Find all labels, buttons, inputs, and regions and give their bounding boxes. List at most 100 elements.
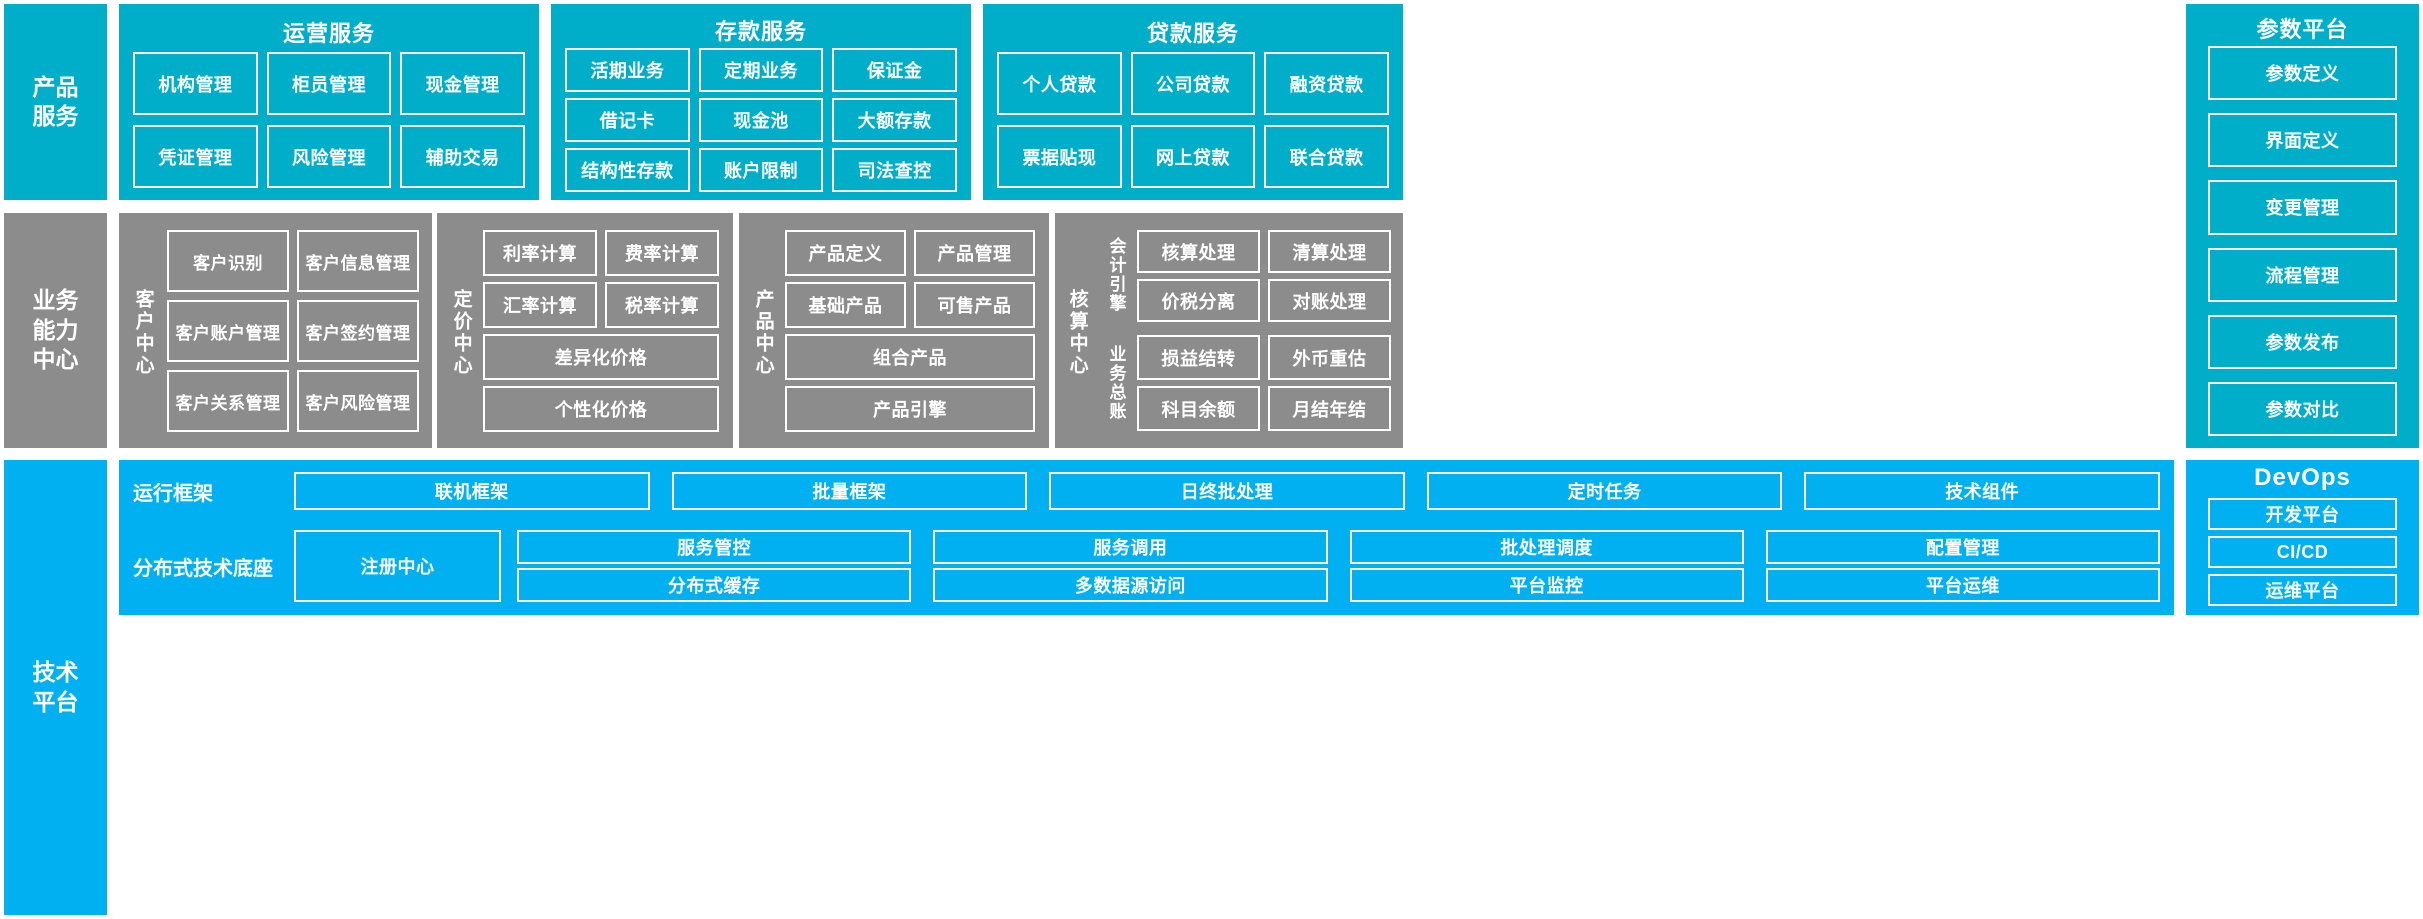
center-grid-pricing: 利率计算 费率计算 汇率计算 税率计算 差异化价格 个性化价格 xyxy=(483,230,719,432)
cell-dist-top-3[interactable]: 配置管理 xyxy=(1765,530,2160,564)
cell-operation-5[interactable]: 辅助交易 xyxy=(400,125,525,188)
cell-deposit-0[interactable]: 活期业务 xyxy=(565,48,690,92)
cell-runtime-3[interactable]: 定时任务 xyxy=(1426,472,1783,510)
cell-pricing-1[interactable]: 费率计算 xyxy=(605,230,719,276)
cell-general-ledger-0[interactable]: 损益结转 xyxy=(1137,335,1260,380)
cell-pricing-4[interactable]: 差异化价格 xyxy=(483,334,719,380)
cell-runtime-4[interactable]: 技术组件 xyxy=(1804,472,2160,510)
grid-parameter-platform: 参数定义 界面定义 变更管理 流程管理 参数发布 参数对比 xyxy=(2208,46,2397,436)
cell-param-2[interactable]: 变更管理 xyxy=(2208,180,2397,235)
cell-customer-5[interactable]: 客户风险管理 xyxy=(297,370,419,432)
cell-loan-2[interactable]: 融资贷款 xyxy=(1264,52,1389,115)
cell-loan-3[interactable]: 票据贴现 xyxy=(997,125,1122,188)
cell-general-ledger-3[interactable]: 月结年结 xyxy=(1268,386,1391,431)
cell-operation-1[interactable]: 柜员管理 xyxy=(266,52,392,115)
cell-runtime-0[interactable]: 联机框架 xyxy=(294,472,650,510)
cell-pricing-0[interactable]: 利率计算 xyxy=(483,230,597,276)
cell-dist-top-2[interactable]: 批处理调度 xyxy=(1349,530,1744,564)
cell-product-3[interactable]: 可售产品 xyxy=(914,282,1035,328)
cell-deposit-2[interactable]: 保证金 xyxy=(832,48,957,92)
cell-accounting-engine-0[interactable]: 核算处理 xyxy=(1137,230,1260,273)
group-panel-operation-services: 运营服务 机构管理 柜员管理 现金管理 凭证管理 风险管理 辅助交易 xyxy=(119,4,539,200)
group-grid-loan-services: 个人贷款 公司贷款 融资贷款 票据贴现 网上贷款 联合贷款 xyxy=(997,52,1389,188)
cell-operation-2[interactable]: 现金管理 xyxy=(400,52,525,115)
center-panel-accounting: 核算中心 会计引擎 业务总账 核算处理 清算处理 价税分离 对账处理 损益结转 … xyxy=(1055,213,1403,448)
cell-customer-3[interactable]: 客户签约管理 xyxy=(297,300,419,362)
cell-devops-1[interactable]: CI/CD xyxy=(2208,536,2397,568)
cell-param-3[interactable]: 流程管理 xyxy=(2208,247,2397,302)
subgroup-label-general-ledger: 业务总账 xyxy=(1106,345,1126,421)
cell-product-4[interactable]: 组合产品 xyxy=(785,334,1035,380)
cell-operation-4[interactable]: 风险管理 xyxy=(266,125,392,188)
cell-param-1[interactable]: 界面定义 xyxy=(2208,113,2397,168)
center-label-pricing: 定价中心 xyxy=(450,288,472,377)
cell-dist-bottom-1[interactable]: 多数据源访问 xyxy=(933,568,1328,602)
cell-runtime-1[interactable]: 批量框架 xyxy=(671,472,1028,510)
cell-accounting-engine-1[interactable]: 清算处理 xyxy=(1268,230,1391,273)
cell-devops-0[interactable]: 开发平台 xyxy=(2208,498,2397,530)
cell-loan-5[interactable]: 联合贷款 xyxy=(1264,125,1389,188)
cell-dist-top-1[interactable]: 服务调用 xyxy=(933,530,1328,564)
cell-dist-bottom-0[interactable]: 分布式缓存 xyxy=(517,568,912,602)
group-panel-deposit-services: 存款服务 活期业务 定期业务 保证金 借记卡 现金池 大额存款 结构性存款 账户… xyxy=(551,4,971,200)
cell-runtime-2[interactable]: 日终批处理 xyxy=(1049,472,1405,510)
cell-deposit-8[interactable]: 司法查控 xyxy=(832,148,957,192)
cell-operation-0[interactable]: 机构管理 xyxy=(133,52,258,115)
cell-loan-0[interactable]: 个人贷款 xyxy=(997,52,1122,115)
tech-row-runtime-framework: 运行框架 联机框架 批量框架 日终批处理 定时任务 技术组件 xyxy=(119,460,2174,523)
cell-pricing-3[interactable]: 税率计算 xyxy=(605,282,719,328)
cell-product-5[interactable]: 产品引擎 xyxy=(785,386,1035,432)
title-devops: DevOps xyxy=(2254,464,2351,491)
cell-customer-2[interactable]: 客户账户管理 xyxy=(167,300,289,362)
cell-general-ledger-1[interactable]: 外币重估 xyxy=(1268,335,1391,380)
tech-grid-runtime-framework: 联机框架 批量框架 日终批处理 定时任务 技术组件 xyxy=(294,472,2160,510)
cell-deposit-5[interactable]: 大额存款 xyxy=(832,98,957,142)
center-label-product: 产品中心 xyxy=(752,288,774,377)
cell-loan-4[interactable]: 网上贷款 xyxy=(1130,125,1256,188)
cell-customer-0[interactable]: 客户识别 xyxy=(167,230,289,292)
cell-devops-2[interactable]: 运维平台 xyxy=(2208,574,2397,606)
center-panel-product: 产品中心 产品定义 产品管理 基础产品 可售产品 组合产品 产品引擎 xyxy=(739,213,1049,448)
cell-deposit-6[interactable]: 结构性存款 xyxy=(565,148,690,192)
cell-product-2[interactable]: 基础产品 xyxy=(785,282,906,328)
center-label-customer: 客户中心 xyxy=(132,288,154,377)
cell-pricing-2[interactable]: 汇率计算 xyxy=(483,282,597,328)
cell-deposit-1[interactable]: 定期业务 xyxy=(698,48,824,92)
cell-param-5[interactable]: 参数对比 xyxy=(2208,381,2397,436)
tech-row-label-distributed-base: 分布式技术底座 xyxy=(133,558,273,580)
cell-deposit-4[interactable]: 现金池 xyxy=(698,98,824,142)
cell-accounting-engine-3[interactable]: 对账处理 xyxy=(1268,279,1391,322)
cell-param-4[interactable]: 参数发布 xyxy=(2208,314,2397,369)
group-panel-loan-services: 贷款服务 个人贷款 公司贷款 融资贷款 票据贴现 网上贷款 联合贷款 xyxy=(983,4,1403,200)
title-parameter-platform: 参数平台 xyxy=(2256,17,2349,42)
group-grid-deposit-services: 活期业务 定期业务 保证金 借记卡 现金池 大额存款 结构性存款 账户限制 司法… xyxy=(565,48,957,192)
cell-deposit-7[interactable]: 账户限制 xyxy=(698,148,824,192)
center-grid-customer: 客户识别 客户信息管理 客户账户管理 客户签约管理 客户关系管理 客户风险管理 xyxy=(167,230,419,432)
panel-parameter-platform: 参数平台 参数定义 界面定义 变更管理 流程管理 参数发布 参数对比 xyxy=(2186,4,2419,448)
cell-general-ledger-2[interactable]: 科目余额 xyxy=(1137,386,1260,431)
cell-param-0[interactable]: 参数定义 xyxy=(2208,46,2397,101)
center-grid-product: 产品定义 产品管理 基础产品 可售产品 组合产品 产品引擎 xyxy=(785,230,1035,432)
tech-grid-distributed-top: 服务管控 服务调用 批处理调度 配置管理 xyxy=(517,530,2160,564)
cell-pricing-5[interactable]: 个性化价格 xyxy=(483,386,719,432)
cell-accounting-engine-2[interactable]: 价税分离 xyxy=(1137,279,1260,322)
cell-product-0[interactable]: 产品定义 xyxy=(785,230,906,276)
cell-operation-3[interactable]: 凭证管理 xyxy=(133,125,258,188)
tech-row-label-runtime-framework: 运行框架 xyxy=(133,483,213,505)
tech-row-distributed-base: 分布式技术底座 注册中心 服务管控 服务调用 批处理调度 配置管理 分布式缓存 … xyxy=(119,518,2174,615)
cell-registry-center[interactable]: 注册中心 xyxy=(294,530,501,602)
subgroup-grid-general-ledger: 损益结转 外币重估 科目余额 月结年结 xyxy=(1137,335,1391,431)
group-title-deposit-services: 存款服务 xyxy=(714,19,807,44)
band-label-business-capability: 业务 能力 中心 xyxy=(4,213,107,448)
cell-dist-bottom-2[interactable]: 平台监控 xyxy=(1349,568,1744,602)
subgroup-grid-accounting-engine: 核算处理 清算处理 价税分离 对账处理 xyxy=(1137,230,1391,322)
cell-loan-1[interactable]: 公司贷款 xyxy=(1130,52,1256,115)
cell-dist-top-0[interactable]: 服务管控 xyxy=(517,530,912,564)
cell-product-1[interactable]: 产品管理 xyxy=(914,230,1035,276)
cell-customer-1[interactable]: 客户信息管理 xyxy=(297,230,419,292)
cell-dist-bottom-3[interactable]: 平台运维 xyxy=(1765,568,2160,602)
cell-deposit-3[interactable]: 借记卡 xyxy=(565,98,690,142)
cell-customer-4[interactable]: 客户关系管理 xyxy=(167,370,289,432)
center-panel-customer: 客户中心 客户识别 客户信息管理 客户账户管理 客户签约管理 客户关系管理 客户… xyxy=(119,213,432,448)
center-label-accounting: 核算中心 xyxy=(1066,288,1088,377)
